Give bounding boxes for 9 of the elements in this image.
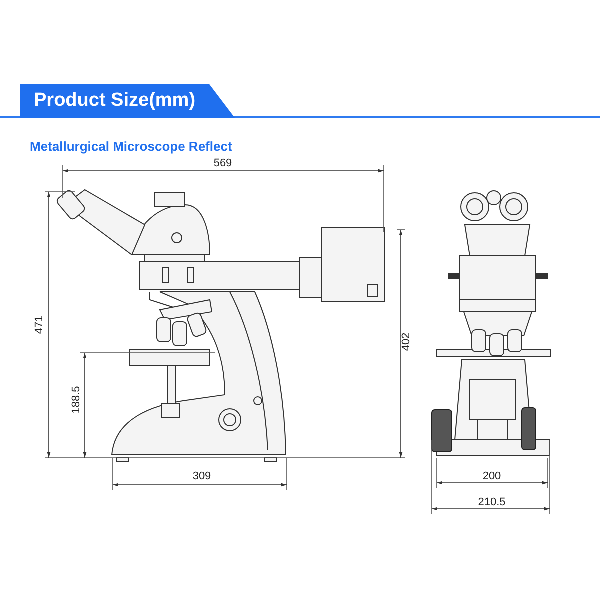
dimension-label: 210.5 <box>478 498 506 508</box>
dimension-label: 188.5 <box>72 386 82 414</box>
dimension-label: 309 <box>192 472 212 482</box>
dimension-label: 569 <box>214 158 232 170</box>
title: Product Size(mm) <box>34 88 196 113</box>
subtitle: Metallurgical Microscope Reflect <box>30 138 232 156</box>
dimension-label: 402 <box>402 332 412 352</box>
dimension-label: 200 <box>482 472 502 482</box>
dimension-label: 471 <box>34 316 46 334</box>
